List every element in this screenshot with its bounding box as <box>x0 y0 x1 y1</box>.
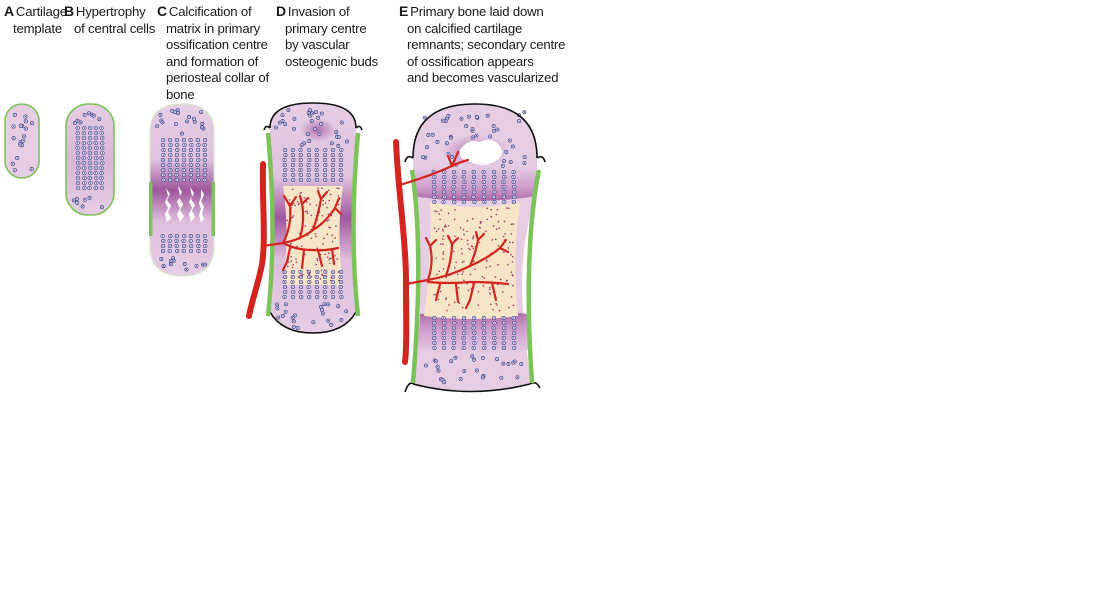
cell-columns-c <box>155 108 208 272</box>
vascular-buds-d <box>261 189 343 272</box>
vascular-buds-e <box>401 150 510 310</box>
panel-b-hypertrophy <box>65 103 115 216</box>
nutrient-artery-e <box>393 139 410 365</box>
calcified-matrix-c <box>165 186 204 223</box>
periosteal-collar-right-e <box>526 169 542 384</box>
secondary-centre-hint-d <box>300 118 336 142</box>
periosteal-collar-left-d <box>265 132 275 317</box>
periosteal-collar-right-d <box>351 132 361 317</box>
periosteal-collar-left-e <box>409 169 421 384</box>
epiphysis-outline-d <box>269 102 357 129</box>
periosteal-collar-right-c <box>211 182 215 236</box>
nutrient-artery-d <box>246 161 267 319</box>
hypertrophic-cell-columns-b <box>71 111 105 210</box>
secondary-ossification-cavity-e <box>459 139 502 165</box>
panel-a-cartilage-template <box>4 103 40 179</box>
panel-c-calcification <box>149 103 215 277</box>
panel-e-secondary-centre <box>393 103 546 393</box>
cell-columns-e <box>421 110 527 385</box>
periosteal-collar-left-c <box>149 182 153 236</box>
cartilage-cells-a <box>10 112 35 173</box>
cell-columns-d <box>274 108 350 330</box>
panel-d-vascular-invasion <box>246 102 363 334</box>
primary-centre-d <box>283 186 343 285</box>
